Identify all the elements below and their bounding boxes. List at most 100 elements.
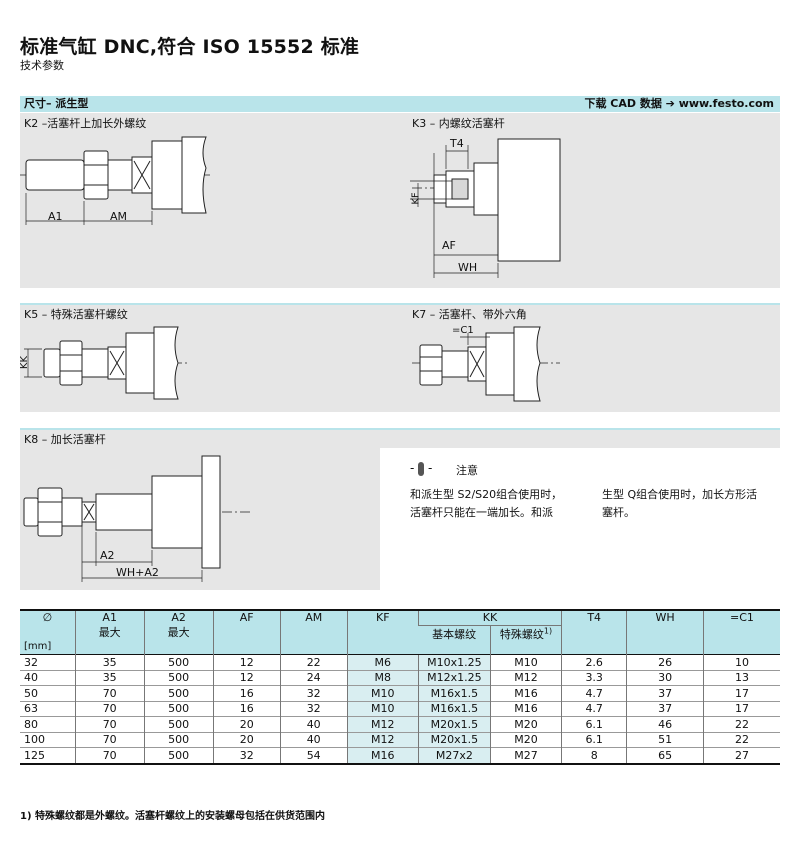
- table-cell: M12x1.25: [417, 669, 491, 686]
- table-cell: 22: [702, 716, 780, 732]
- note-icon: - -: [410, 461, 433, 476]
- k7-label: K7 – 活塞杆、带外六角: [412, 308, 527, 321]
- panel-k8-row: K8 – 加长活塞杆 A2 WH+A2: [20, 430, 780, 590]
- table-cell: 12: [212, 654, 281, 670]
- table-cell: 500: [143, 685, 214, 701]
- table-cell: 500: [143, 747, 214, 765]
- table-cell: M16: [489, 685, 562, 701]
- table-cell: M16: [489, 700, 562, 717]
- table-cell: 10: [702, 654, 780, 670]
- table-cell: M8: [346, 669, 419, 686]
- table-cell: 12: [212, 669, 281, 686]
- table-cell: 70: [74, 685, 145, 701]
- k2-label: K2 –活塞杆上加长外螺纹: [24, 117, 147, 130]
- col-am: AM: [279, 609, 348, 655]
- table-cell: 32: [279, 700, 348, 717]
- table-cell: 500: [143, 731, 214, 748]
- table-cell: 46: [626, 716, 704, 732]
- table-cell: 17: [702, 700, 780, 717]
- table-cell: 16: [212, 685, 281, 701]
- k5-k7-drawing: [24, 326, 560, 402]
- panel-k2-k3: K2 –活塞杆上加长外螺纹 K3 – 内螺纹活塞杆: [20, 113, 780, 288]
- table-cell: 24: [279, 669, 348, 686]
- k8-dim-a2: A2: [100, 549, 115, 562]
- footnote: 1) 特殊螺纹都是外螺纹。活塞杆螺纹上的安装螺母包括在供货范围内: [20, 811, 326, 822]
- table-cell: 20: [212, 716, 281, 732]
- table-cell: 35: [74, 654, 145, 670]
- col-kk-special: 特殊螺纹1): [489, 625, 562, 655]
- table-cell: M27x2: [417, 747, 491, 765]
- section-bar: 尺寸– 派生型 下载 CAD 数据 ➔ www.festo.com: [20, 96, 780, 112]
- note-col1-line1: 和派生型 S2/S20组合使用时，: [410, 488, 563, 501]
- table-cell: M10: [489, 654, 562, 670]
- table-cell: 13: [702, 669, 780, 686]
- table-cell: M20: [489, 716, 562, 732]
- k8-drawing: [23, 455, 250, 582]
- table-cell: 4.7: [561, 700, 627, 717]
- table-cell: 6.1: [561, 731, 627, 748]
- col-kk: KK: [417, 609, 562, 626]
- table-cell: 4.7: [561, 685, 627, 701]
- k5-label: K5 – 特殊活塞杆螺纹: [24, 308, 128, 321]
- k3-dim-wh: WH: [458, 261, 478, 274]
- table-cell: 32: [212, 747, 281, 765]
- table-cell: M10: [346, 685, 419, 701]
- k2-dim-am: AM: [110, 210, 128, 223]
- k3-dim-t4: T4: [450, 137, 464, 150]
- note-col1-line2: 活塞杆只能在一端加长。和派: [410, 506, 553, 519]
- divider-bar: [20, 303, 780, 305]
- note-box: - - 注意 和派生型 S2/S20组合使用时， 活塞杆只能在一端加长。和派 生…: [410, 458, 780, 522]
- table-cell: M16x1.5: [417, 685, 491, 701]
- note-col2-line1: 生型 Q组合使用时，加长方形活: [602, 488, 758, 501]
- table-cell: M16x1.5: [417, 700, 491, 717]
- table-cell: M20: [489, 731, 562, 748]
- table-cell: 51: [626, 731, 704, 748]
- table-cell: 35: [74, 669, 145, 686]
- table-cell: M12: [489, 669, 562, 686]
- table-cell: 40: [20, 669, 76, 686]
- table-cell: 500: [143, 669, 214, 686]
- table-cell: 22: [702, 731, 780, 748]
- k7-dim-c1: =C1: [452, 325, 474, 336]
- table-cell: 70: [74, 747, 145, 765]
- divider-bar-2: [20, 428, 780, 430]
- k2-k3-drawing: [20, 136, 561, 278]
- table-cell: M20x1.5: [417, 731, 491, 748]
- table-cell: 63: [20, 700, 76, 717]
- table-cell: 30: [626, 669, 704, 686]
- table-cell: 27: [702, 747, 780, 765]
- col-kf: KF: [346, 609, 419, 655]
- k3-dim-kf: KF: [410, 192, 422, 205]
- table-cell: 54: [279, 747, 348, 765]
- panel-k5-k7: K5 – 特殊活塞杆螺纹 K7 – 活塞杆、带外六角: [19, 305, 780, 412]
- cad-download-link[interactable]: 下载 CAD 数据 ➔ www.festo.com: [584, 97, 774, 110]
- table-cell: M12: [346, 716, 419, 732]
- table-cell: M10: [346, 700, 419, 717]
- k3-label: K3 – 内螺纹活塞杆: [412, 117, 505, 130]
- table-cell: M16: [346, 747, 419, 765]
- table-cell: 17: [702, 685, 780, 701]
- table-cell: 80: [20, 716, 76, 732]
- table-cell: M20x1.5: [417, 716, 491, 732]
- col-af: AF: [212, 609, 281, 655]
- table-cell: 37: [626, 685, 704, 701]
- k5-dim-kk: KK: [19, 355, 31, 370]
- table-cell: M27: [489, 747, 562, 765]
- col-t4: T4: [561, 609, 627, 655]
- k8-dim-wh-a2: WH+A2: [116, 566, 159, 579]
- table-cell: 22: [279, 654, 348, 670]
- page-title: 标准气缸 DNC,符合 ISO 15552 标准: [20, 36, 360, 58]
- table-cell: 2.6: [561, 654, 627, 670]
- k3-dim-af: AF: [442, 239, 456, 252]
- table-cell: 100: [20, 731, 76, 748]
- table-cell: 32: [20, 654, 76, 670]
